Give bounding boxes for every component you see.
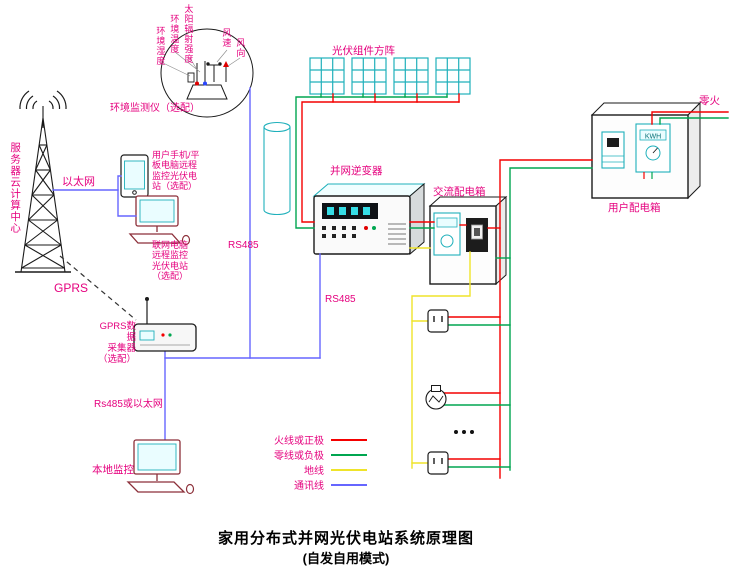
cylindrical-pole-icon [263,121,291,216]
legend-row-ground: 地线 [262,462,367,477]
ac-neutral-wires [409,117,729,471]
legend-live-label: 火线或正极 [274,436,324,447]
ac-box-label: 交流配电箱 [433,186,486,198]
legend-comm-line [331,483,367,486]
diagram-subtitle: (自发自用模式) [302,551,390,566]
sensor-temp-label: 环境温度 [169,14,180,54]
neutral-live-label: 零火 [699,95,720,107]
local-computer-icon [126,439,195,495]
bulb-icon [425,385,447,410]
gprs-label: GPRS [54,281,89,295]
legend-comm-label: 通讯线 [294,481,324,492]
sensor-humidity-label: 环境湿度 [155,26,166,66]
rs485-label-b: RS485 [325,294,356,305]
diagram-title: 家用分布式并网光伏电站系统原理图 [217,530,474,547]
local-monitor-label: 本地监控 [92,464,134,476]
outlet-icon [427,309,449,333]
ac-distribution-box-icon [428,195,508,286]
ground-wires [409,247,471,469]
rs485-label-a: RS485 [228,240,259,251]
inverter-label: 并网逆变器 [330,165,383,177]
phone-note-label: 用户手机/平 板电脑远程 监控光伏电 站（选配） [152,150,200,192]
legend-neutral-line [331,453,367,456]
server-center-label: 服务器云计算中心 [9,142,22,234]
remote-computer-icon [128,195,191,246]
smartphone-icon [120,154,149,198]
user-box-label: 用户配电箱 [608,202,661,214]
user-distribution-box-icon: KWH [590,101,702,200]
more-loads-dots [454,430,474,434]
comm-wires [52,87,321,441]
inverter-icon [312,182,426,256]
sensor-wind-speed-label: 风速 [221,28,232,48]
legend-live-line [331,438,367,441]
outlet-icon-2 [427,451,449,475]
pv-array-label: 光伏组件方阵 [332,45,395,57]
rs485-ethernet-label: Rs485或以太网 [94,399,163,410]
radio-tower-icon [15,106,71,273]
kwh-meter-display: KWH [645,134,661,141]
gprs-dashed-link [59,255,137,321]
wifi-signal-icon [19,90,67,110]
pc-note-label: 联网电脑 远程监控 光伏电站 （选配） [152,240,189,282]
gprs-device-label: GPRS数据 采集器 （选配） [97,321,136,365]
wire-legend: 火线或正极 零线或负极 地线 通讯线 [262,432,367,492]
legend-neutral-label: 零线或负极 [274,451,324,462]
ethernet-label: 以太网 [62,176,95,188]
legend-row-neutral: 零线或负极 [262,447,367,462]
legend-row-live: 火线或正极 [262,432,367,447]
legend-ground-line [331,468,367,471]
env-monitor-label: 环境监测仪（选配） [110,103,200,114]
dc-wires [295,93,460,229]
legend-ground-label: 地线 [304,466,324,477]
gprs-collector-icon [133,297,197,352]
pv-array-icon [309,57,471,95]
sensor-radiation-label: 太阳辐射强度 [183,4,194,64]
env-monitor-icon [160,28,254,118]
legend-row-comm: 通讯线 [262,477,367,492]
ac-live-wires [409,111,729,479]
sensor-wind-dir-label: 风向 [235,38,246,58]
